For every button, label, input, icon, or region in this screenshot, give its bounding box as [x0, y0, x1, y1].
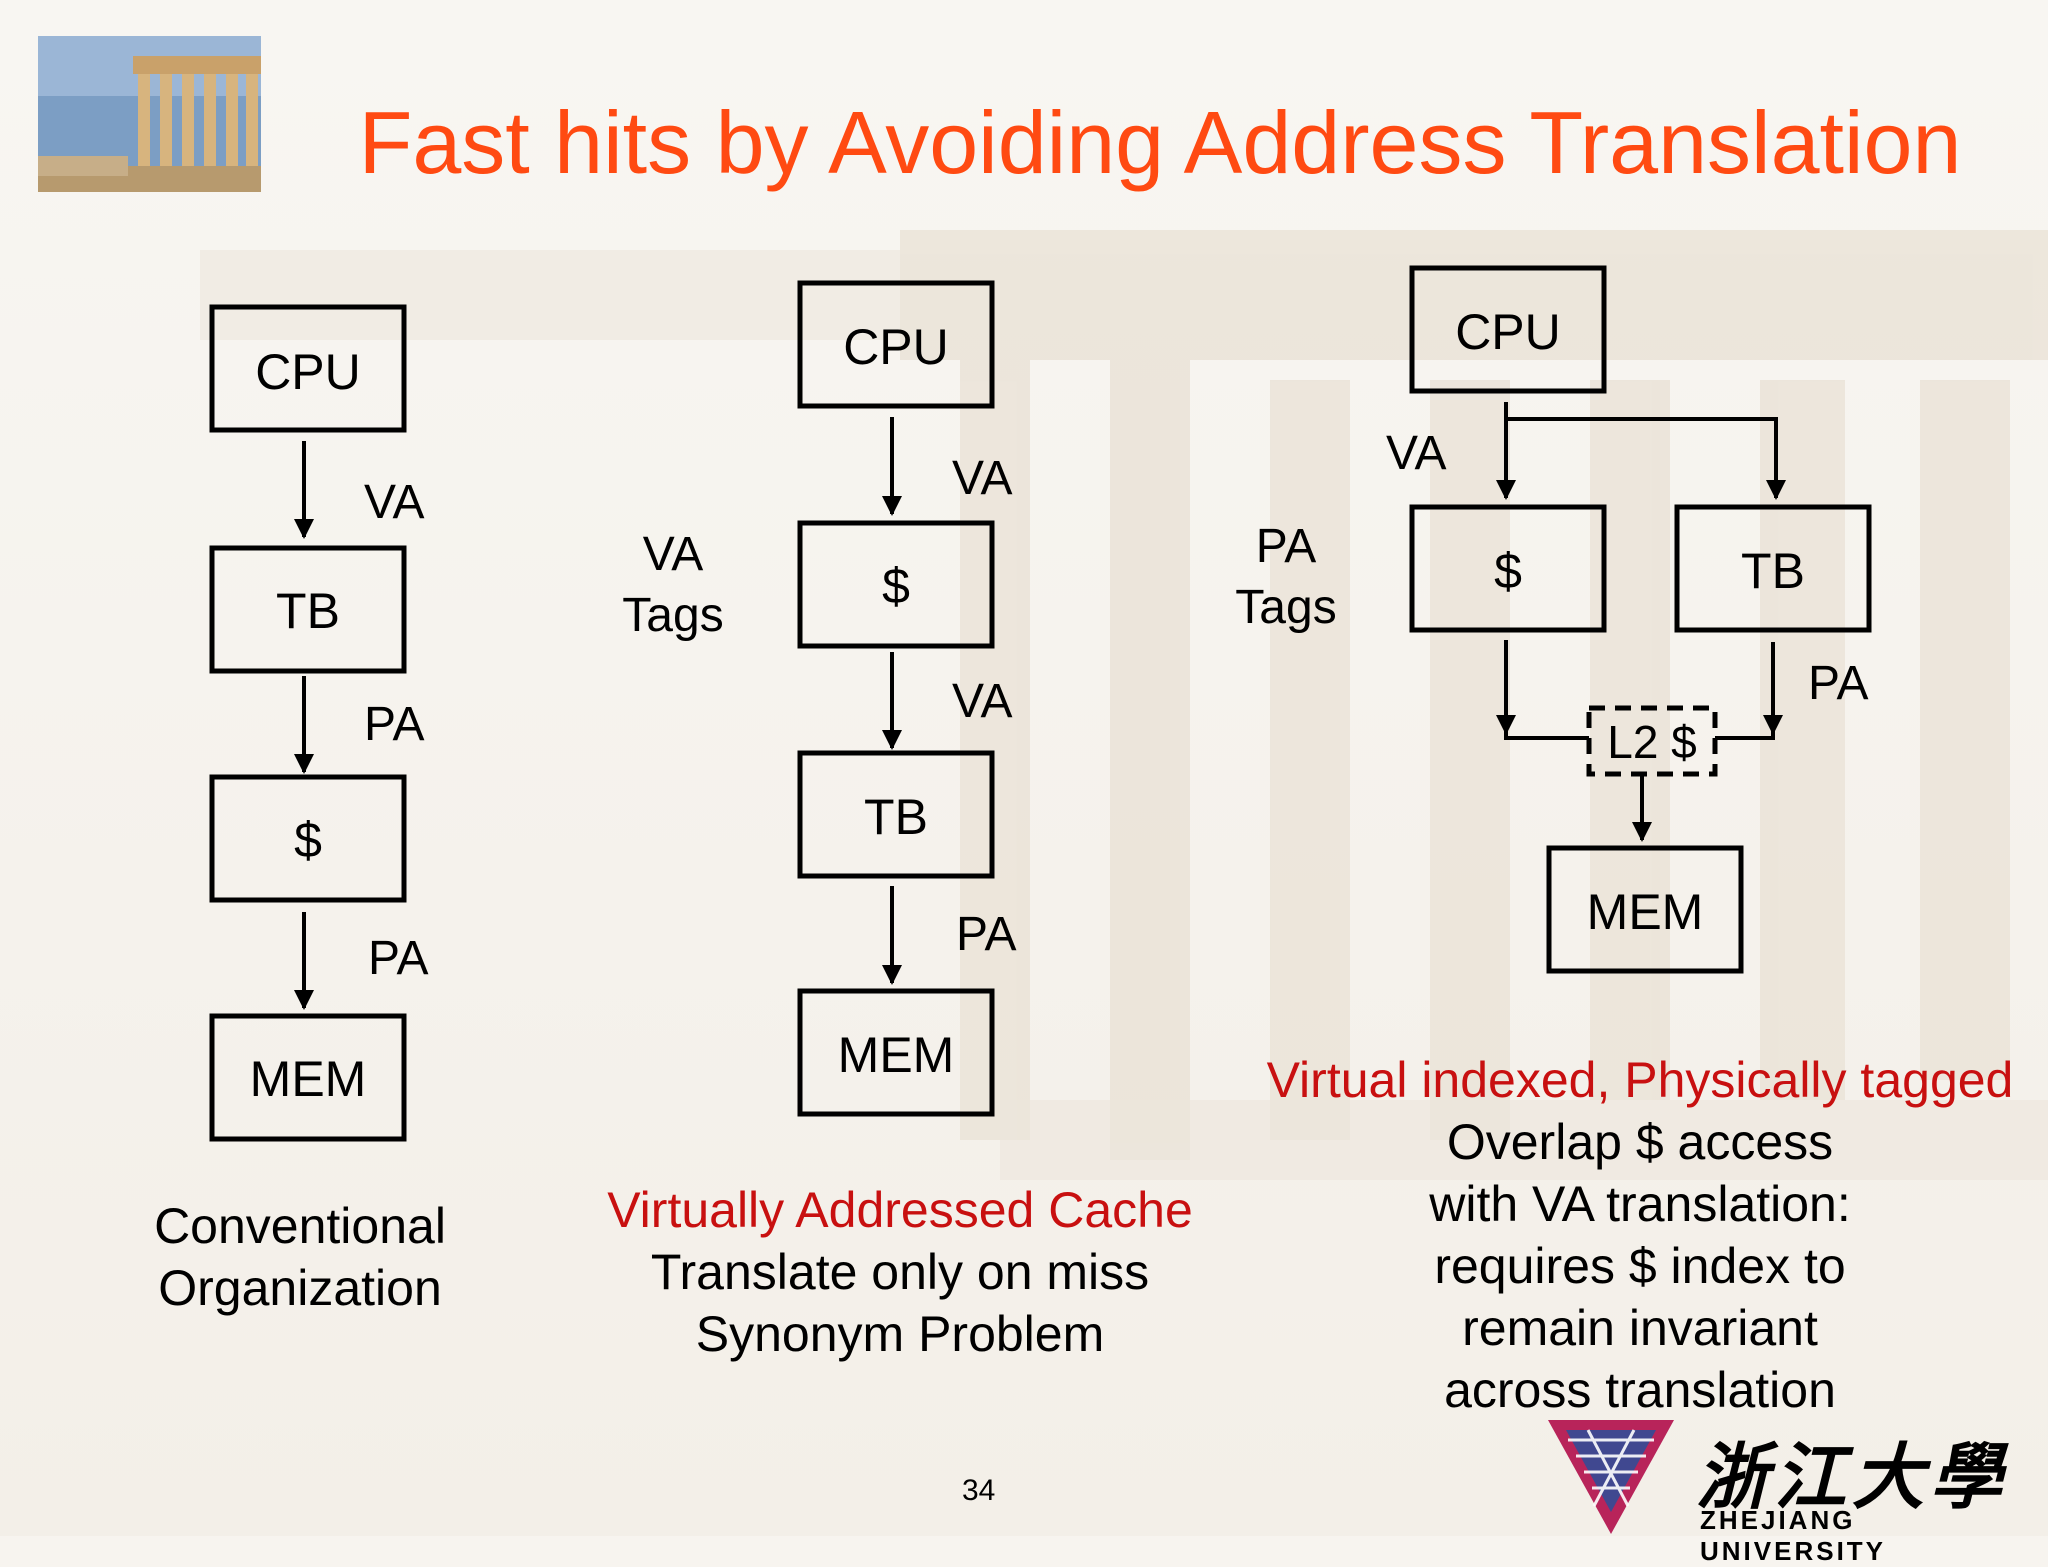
conv-caption: Conventional Organization [130, 1195, 470, 1319]
conv-pa-label-1: PA [364, 698, 424, 751]
vc-cpu-box [797, 280, 995, 409]
vc-va-label-1: VA [952, 452, 1012, 505]
vipt-tb-label: TB [1741, 543, 1805, 599]
vc-side-label-tags: Tags [622, 589, 723, 642]
vipt-l2-box [1586, 705, 1718, 777]
vc-cache-box [797, 520, 995, 649]
vipt-mem-label: MEM [1587, 884, 1704, 940]
vc-caption-line-1: Translate only on miss [650, 1244, 1150, 1300]
vipt-side-label-tags: Tags [1235, 581, 1336, 634]
vc-cpu-label: CPU [843, 319, 949, 375]
conventional-diagram [209, 304, 407, 1142]
vipt-cpu-label: CPU [1455, 304, 1561, 360]
vipt-tb-to-l2 [1715, 642, 1775, 740]
vc-caption: Virtually Addressed Cache Translate only… [580, 1179, 1220, 1365]
vipt-diagram [1409, 265, 1872, 974]
vipt-caption: Virtual indexed, Physically tagged Overl… [1240, 1049, 2040, 1421]
vc-va-label-2: VA [952, 675, 1012, 728]
vipt-split-line [1504, 402, 1786, 500]
conv-cache-box [209, 774, 407, 903]
conv-cpu-box [209, 304, 407, 433]
slide-title: Fast hits by Avoiding Address Translatio… [358, 93, 1962, 192]
vipt-caption-line-5: across translation [1444, 1362, 1836, 1418]
virtual-cache-diagram [797, 280, 995, 1117]
vipt-caption-line-3: requires $ index to [1434, 1238, 1846, 1294]
conv-va-label: VA [364, 476, 424, 529]
vc-tb-label: TB [864, 789, 928, 845]
conv-caption-line-1: Conventional [154, 1198, 446, 1254]
vc-side-label-va: VA [643, 528, 703, 581]
conv-cpu-label: CPU [255, 344, 361, 400]
page-number: 34 [962, 1474, 996, 1507]
vipt-caption-title: Virtual indexed, Physically tagged [1266, 1052, 2014, 1108]
conv-tb-label: TB [276, 583, 340, 639]
zju-logo-chinese: 浙江大學 [1696, 1434, 2009, 1519]
vipt-pa-label: PA [1808, 657, 1868, 710]
conv-tb-box [209, 545, 407, 674]
conv-caption-line-2: Organization [158, 1260, 442, 1316]
parthenon-photo [38, 36, 261, 192]
vc-tb-box [797, 750, 995, 879]
conv-mem-box [209, 1013, 407, 1142]
vipt-cpu-box [1409, 265, 1607, 394]
vipt-tb-box [1674, 504, 1872, 633]
vipt-va-label: VA [1386, 427, 1446, 480]
vc-caption-line-2: Synonym Problem [695, 1306, 1105, 1362]
vipt-cache-label: $ [1494, 543, 1522, 599]
vipt-side-label-pa: PA [1256, 520, 1316, 573]
zju-logo-english: ZHEJIANG UNIVERSITY [1700, 1505, 1887, 1566]
vipt-caption-line-1: Overlap $ access [1446, 1114, 1834, 1170]
vipt-cache-to-l2 [1504, 640, 1589, 740]
vc-pa-label: PA [956, 908, 1016, 961]
vipt-caption-line-2: with VA translation: [1429, 1176, 1851, 1232]
conv-cache-label: $ [294, 812, 322, 868]
vipt-caption-line-4: remain invariant [1462, 1300, 1818, 1356]
vc-caption-title: Virtually Addressed Cache [607, 1182, 1193, 1238]
vc-mem-box [797, 988, 995, 1117]
vc-cache-label: $ [882, 558, 910, 614]
vc-mem-label: MEM [838, 1027, 955, 1083]
vipt-mem-box [1546, 845, 1744, 974]
vipt-l2-label: L2 $ [1607, 716, 1697, 768]
vipt-cache-box [1409, 504, 1607, 633]
zju-logo-icon [1548, 1420, 1674, 1534]
conv-mem-label: MEM [250, 1051, 367, 1107]
conv-pa-label-2: PA [368, 932, 428, 985]
